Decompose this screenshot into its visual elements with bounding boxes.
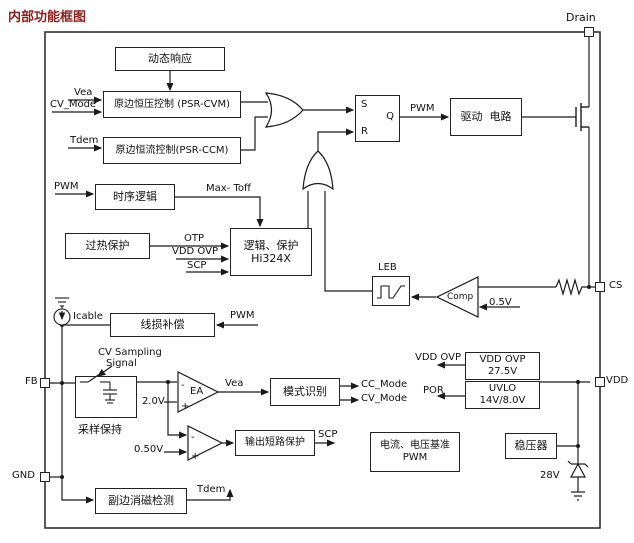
label-tdem-out: Tdem [197,484,226,495]
block-output-short-protection: 输出短路保护 [235,430,315,456]
label-max-toff: Max- Toff [206,183,251,194]
block-demag-label: 副边消磁检测 [108,494,174,508]
leb-waveform [377,285,405,299]
label-cv-sampling-1: CV Sampling [98,347,162,358]
label-cv-mode-in: CV_Mode [50,99,97,110]
label-por: POR [423,385,444,396]
cs-resistor [555,277,586,297]
block-uvlo-line2: 14V/8.0V [479,395,526,406]
label-ea: EA [190,386,204,397]
pin-label-cs: CS [609,280,623,291]
pin-cs [595,282,605,292]
latch-r-label: R [361,126,368,137]
short-comp-minus-sign: - [191,432,195,443]
pin-label-fb: FB [25,376,38,387]
sample-hold-internals [80,373,117,404]
pin-vdd [595,377,605,387]
label-cc-mode: CC_Mode [361,379,408,390]
label-pwm-lineloss: PWM [230,310,255,321]
block-vref-line2: PWM [402,452,428,463]
block-leb [372,276,410,306]
gates [177,92,479,461]
ea-triangle [177,371,220,413]
block-logic-protection-line2: Hi324X [251,252,291,265]
pin-fb [40,378,50,388]
block-dynamic-response: 动态响应 [115,47,225,71]
pin-label-drain: Drain [566,11,596,24]
block-uvlo: UVLO 14V/8.0V [465,381,540,409]
block-vref-line1: 电流、电压基准 [380,440,450,451]
block-line-loss-label: 线损补偿 [140,318,185,332]
label-0v5: 0.5V [489,297,512,308]
label-scp-in: SCP [187,260,207,271]
icable-current-source [53,297,71,326]
block-drive-label-2: 电路 [489,110,512,124]
block-psr-cvm-label: 原边恒压控制 (PSR-CVM) [114,98,230,110]
label-otp: OTP [184,233,205,244]
opamp-signs: - + - + [181,380,199,462]
label-28v: 28V [540,470,560,481]
label-2v0: 2.0V [142,396,165,407]
block-psr-ccm-label: 原边恒流控制(PSR-CCM) [115,144,229,156]
block-regulator-label: 稳压器 [514,439,548,453]
label-vdd-ovp-out: VDD OVP [415,352,461,363]
block-logic-protection: 逻辑、保护 Hi324X [230,228,312,276]
block-regulator: 稳压器 [505,433,557,459]
block-thermal-protection-label: 过热保护 [85,239,130,253]
block-mode-recognition: 模式识别 [270,378,340,406]
pin-drain [584,27,594,37]
block-psr-cvm: 原边恒压控制 (PSR-CVM) [103,91,241,118]
block-vdd-ovp-line2: 27.5V [487,366,518,377]
block-drive-circuit: 驱动 电路 [450,98,522,136]
or-gate-cv-cc [264,92,304,128]
page-title: 内部功能框图 [8,10,87,25]
chip-boundary [44,31,601,529]
block-vdd-ovp: VDD OVP 27.5V [465,352,540,380]
block-output-short-label: 输出短路保护 [245,437,305,448]
block-sr-latch: S R Q [355,95,400,142]
block-vdd-ovp-line1: VDD OVP [479,354,526,365]
ea-plus-sign: + [181,401,189,412]
block-uvlo-line1: UVLO [488,383,517,394]
ea-minus-sign: - [181,380,185,391]
mosfet [575,103,589,131]
block-drive-label-1: 驱动 [460,110,483,124]
label-cv-mode-out: CV_Mode [361,393,408,404]
label-scp-out: SCP [318,429,338,440]
label-pwm-in: PWM [54,181,79,192]
block-timing-logic-label: 时序逻辑 [113,190,157,204]
label-comp: Comp [447,292,474,302]
pin-gnd [40,472,50,482]
or-gate-reset [302,150,334,191]
block-thermal-protection: 过热保护 [65,233,150,259]
latch-s-label: S [361,99,368,110]
label-pwm-gate: PWM [410,103,435,114]
block-dynamic-response-label: 动态响应 [148,52,192,66]
label-sample-hold: 采样保持 [78,423,122,436]
block-timing-logic: 时序逻辑 [95,184,175,210]
label-0v50: 0.50V [134,444,164,455]
label-vea-out: Vea [225,378,244,389]
label-vea-in: Vea [74,87,93,98]
label-vdd-ovp-in: VDD OVP [172,246,218,257]
block-voltage-current-reference: 电流、电压基准 PWM [370,432,460,472]
block-sample-hold [75,376,137,418]
short-comp-triangle [187,425,224,461]
label-leb: LEB [378,262,397,273]
label-tdem-in: Tdem [70,135,99,146]
block-psr-ccm: 原边恒流控制(PSR-CCM) [103,137,241,164]
label-icable: Icable [73,311,103,322]
block-demagnetization-detection: 副边消磁检测 [95,488,187,514]
pin-label-gnd: GND [12,470,35,481]
block-mode-recognition-label: 模式识别 [283,385,327,399]
zener-diode-28v [567,460,589,501]
label-cv-sampling-2: Signal [106,358,137,369]
block-logic-protection-line1: 逻辑、保护 [243,238,299,252]
latch-q-label: Q [386,111,394,122]
block-line-loss-compensation: 线损补偿 [110,313,215,337]
short-comp-plus-sign: + [191,451,199,462]
comp-triangle [435,276,479,318]
pin-label-vdd: VDD [606,375,629,386]
